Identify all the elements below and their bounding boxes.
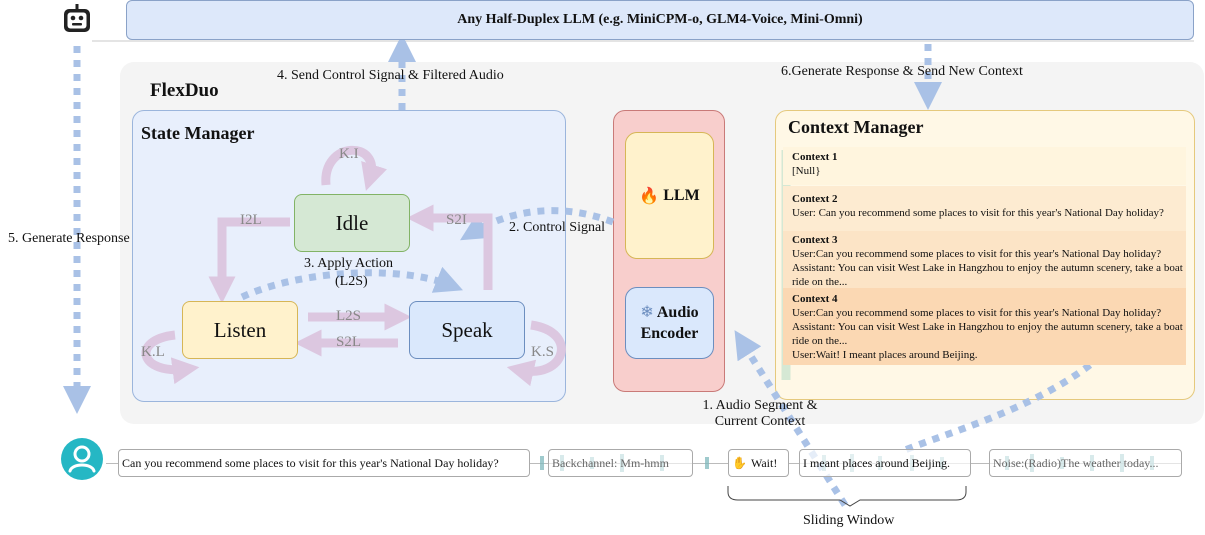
context-line: Assistant: You can visit West Lake in Ha… <box>792 262 1183 288</box>
transition-l2s-label: L2S <box>336 308 362 324</box>
sliding-window-brace <box>727 486 967 507</box>
audio-segment-line-2: Current Context <box>714 414 806 429</box>
context-entry: Context 4 User:Can you recommend some pl… <box>783 288 1186 365</box>
transition-ks-label: K.S <box>531 344 554 360</box>
context-entry-title: Context 4 <box>792 293 838 305</box>
context-entry-title: Context 2 <box>792 193 838 205</box>
wait-bubble: ✋ Wait! <box>728 449 789 477</box>
context-line: User:Can you recommend some places to vi… <box>792 307 1162 319</box>
noise-bubble: Noise:(Radio)The weather today... <box>989 449 1182 477</box>
utterance-text-2: I meant places around Beijing. <box>803 455 950 470</box>
context-entry-title: Context 3 <box>792 234 838 246</box>
context-line: User:Wait! I meant places around Beijing… <box>792 349 978 361</box>
fire-icon: 🔥 <box>639 187 660 205</box>
internal-llm-label: LLM <box>663 186 700 204</box>
apply-action-sub-label: (L2S) <box>335 274 368 289</box>
user-avatar-icon <box>60 437 104 481</box>
noise-text: Noise:(Radio)The weather today... <box>993 455 1159 470</box>
state-speak-label: Speak <box>441 317 493 342</box>
send-control-label: 4. Send Control Signal & Filtered Audio <box>277 68 504 83</box>
audio-encoder-label-2: Encoder <box>640 325 699 342</box>
snowflake-icon: ❄ <box>640 304 654 321</box>
generate-response-label: 5. Generate Response <box>8 231 130 246</box>
utterance-bubble: I meant places around Beijing. <box>799 449 971 477</box>
transition-s2l-label: S2L <box>336 334 362 350</box>
generate-send-label: 6.Generate Response & Send New Context <box>781 64 1023 79</box>
transition-kl-label: K.L <box>141 344 165 360</box>
transition-ki-label: K.I <box>339 146 359 162</box>
utterance-text-1: Can you recommend some places to visit f… <box>122 455 499 470</box>
audio-encoder-box: ❄ Audio Encoder <box>625 287 714 359</box>
state-manager-title: State Manager <box>141 123 255 143</box>
context-manager-title: Context Manager <box>788 117 924 137</box>
internal-llm-box: 🔥 LLM <box>625 132 714 259</box>
context-entry: Context 1 [Null} <box>783 147 1186 185</box>
context-entry: Context 3 User:Can you recommend some pl… <box>783 231 1186 288</box>
transition-i2l-label: I2L <box>240 212 262 228</box>
audio-encoder-label-1: Audio <box>656 304 699 321</box>
state-idle: Idle <box>294 194 410 252</box>
robot-icon <box>62 4 92 34</box>
context-entry-title: Context 1 <box>792 151 838 163</box>
wait-text: Wait! <box>750 455 778 470</box>
backchannel-bubble: Backchannel: Mm-hmm <box>548 449 693 477</box>
llm-header-title: Any Half-Duplex LLM (e.g. MiniCPM-o, GLM… <box>457 12 863 27</box>
context-line: Assistant: You can visit West Lake in Ha… <box>792 321 1183 347</box>
audio-segment-label: 1. Audio Segment & Current Context <box>690 398 830 430</box>
transition-s2i-label: S2I <box>446 212 467 228</box>
backchannel-text: Backchannel: Mm-hmm <box>552 455 669 470</box>
audio-segment-line-1: 1. Audio Segment & <box>702 398 818 413</box>
flexduo-title: FlexDuo <box>150 80 219 101</box>
hand-icon: ✋ <box>732 455 747 470</box>
half-duplex-llm-box: Any Half-Duplex LLM (e.g. MiniCPM-o, GLM… <box>126 0 1194 40</box>
context-entry: Context 2 User: Can you recommend some p… <box>783 186 1186 231</box>
state-listen: Listen <box>182 301 298 359</box>
context-line: User:Can you recommend some places to vi… <box>792 248 1162 260</box>
state-speak: Speak <box>409 301 525 359</box>
state-idle-label: Idle <box>335 210 369 235</box>
apply-action-label: 3. Apply Action <box>304 256 394 271</box>
state-listen-label: Listen <box>213 317 267 342</box>
control-signal-label: 2. Control Signal <box>509 220 606 235</box>
utterance-bubble: Can you recommend some places to visit f… <box>118 449 530 477</box>
sliding-window-label: Sliding Window <box>803 513 895 528</box>
context-line: [Null} <box>792 165 821 177</box>
context-line: User: Can you recommend some places to v… <box>792 207 1164 219</box>
